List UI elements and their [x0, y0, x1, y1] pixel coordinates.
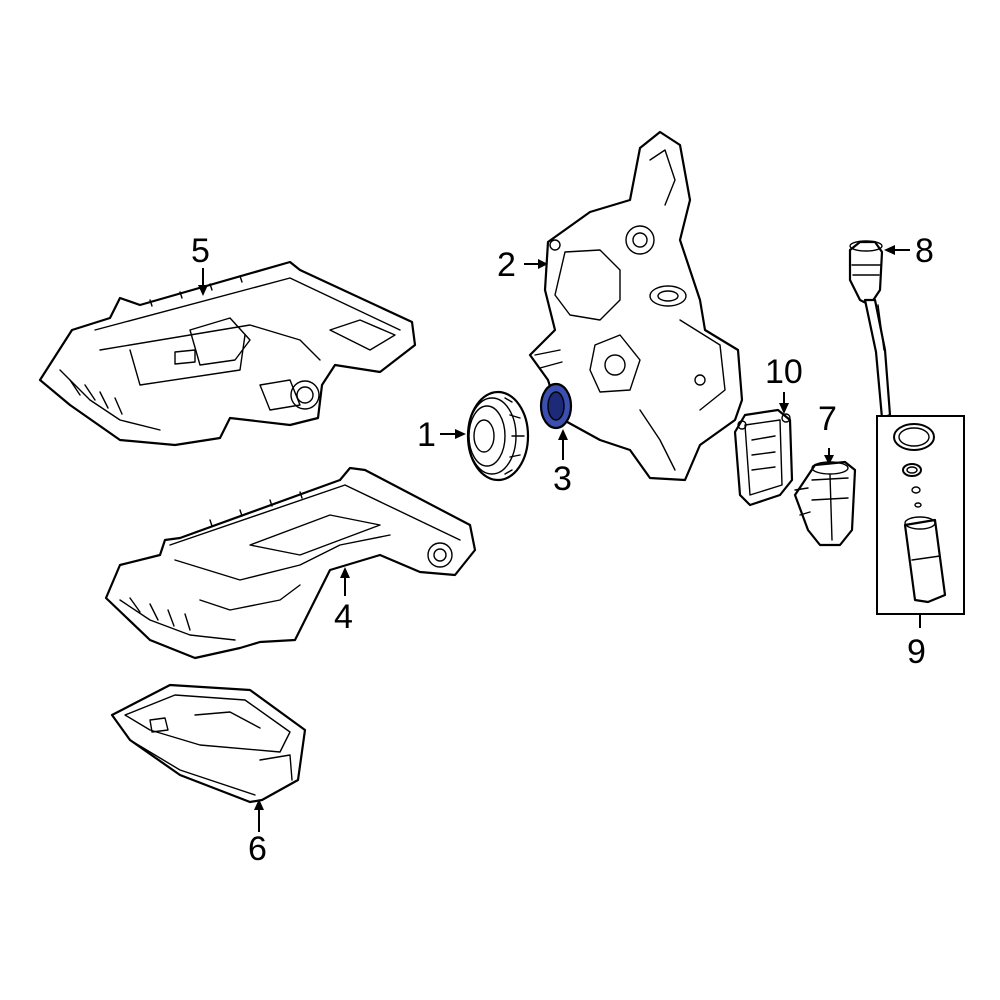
callout-3[interactable]: 3: [553, 460, 572, 498]
callout-6[interactable]: 6: [248, 830, 267, 868]
crankshaft-pulley-part-1[interactable]: [466, 390, 530, 482]
callout-4[interactable]: 4: [334, 598, 353, 636]
callout-labels: 5 2 8 10 1 3 7 4 9 6: [191, 232, 934, 868]
dipstick-part-8[interactable]: [848, 240, 892, 420]
timing-cover-part-2[interactable]: [528, 130, 744, 482]
filter-housing-part-7[interactable]: [793, 460, 857, 547]
callout-2[interactable]: 2: [497, 246, 516, 284]
leader-lines: [198, 245, 921, 832]
callout-8[interactable]: 8: [915, 232, 934, 270]
callout-5[interactable]: 5: [191, 232, 210, 270]
oil-pan-part-4[interactable]: [104, 466, 477, 660]
filter-kit-part-9[interactable]: [876, 415, 965, 615]
oil-filter-housing-part-10[interactable]: [733, 408, 794, 507]
callout-9[interactable]: 9: [907, 633, 926, 671]
upper-oil-pan-part-5[interactable]: [38, 260, 417, 447]
callout-10[interactable]: 10: [765, 353, 803, 391]
callout-1[interactable]: 1: [417, 416, 436, 454]
front-seal-part-3[interactable]: [539, 382, 573, 430]
lower-oil-pan-part-6[interactable]: [110, 683, 307, 804]
callout-7[interactable]: 7: [818, 400, 837, 438]
